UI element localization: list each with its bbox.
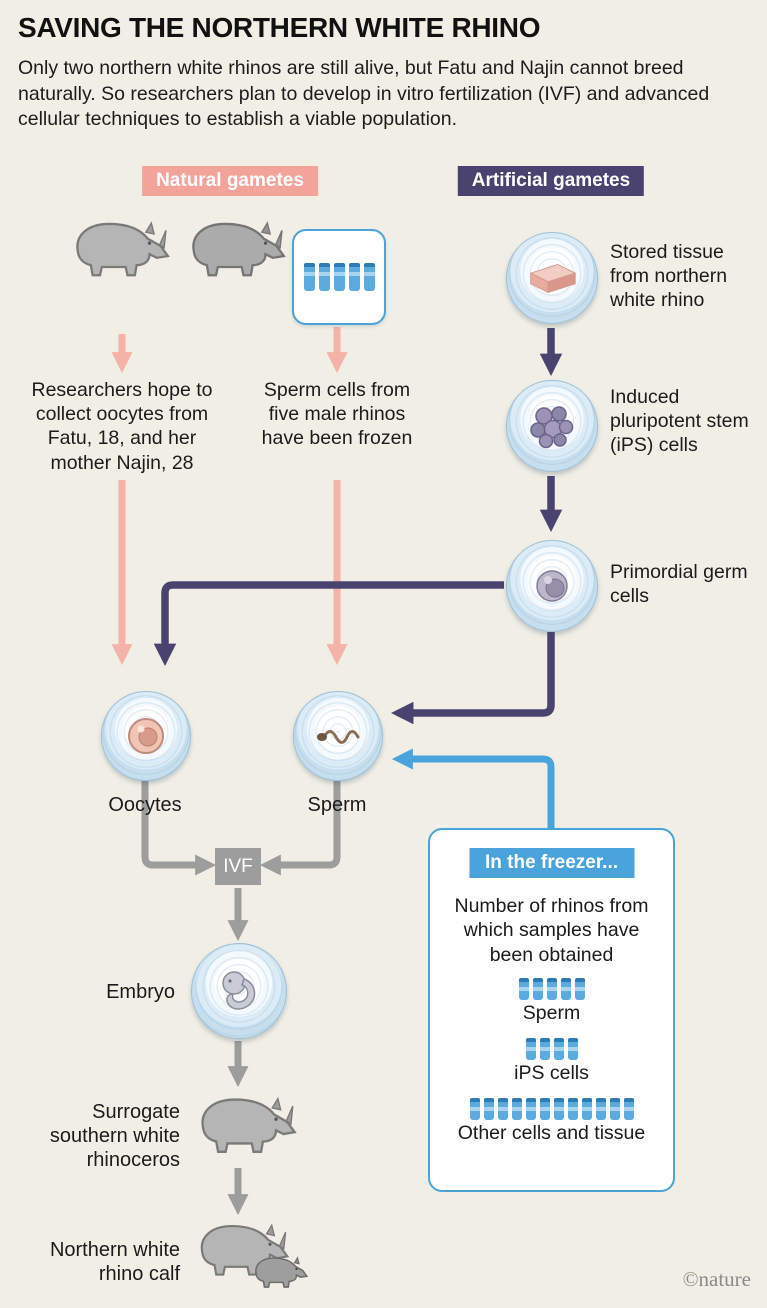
ips-vials (430, 1038, 673, 1060)
vial-icon (333, 263, 345, 291)
natural-gametes-badge: Natural gametes (142, 166, 318, 196)
vial-icon (525, 1098, 536, 1120)
vial-icon (553, 1038, 564, 1060)
vial-icon (574, 978, 585, 1000)
vial-icon (518, 978, 529, 1000)
vial-icon (581, 1098, 592, 1120)
frozen-sperm-box (292, 229, 386, 325)
rhino-icon (192, 221, 287, 277)
vial-icon (511, 1098, 522, 1120)
freezer-item-label: Sperm (522, 1002, 581, 1024)
nature-credit: ©nature (682, 1267, 751, 1291)
rhino-calf-icon (255, 1256, 309, 1288)
oocyte-collection-text: Researchers hope to collect oocytes from… (31, 379, 213, 474)
artificial-gametes-badge: Artificial gametes (457, 166, 645, 196)
freezer-title: In the freezer... (468, 848, 635, 878)
embryo-icon (222, 971, 256, 1010)
ivf-step: IVF (215, 848, 261, 885)
vial-icon (539, 1098, 550, 1120)
stored-tissue-label: Stored tissue from northern white rhino (610, 241, 728, 312)
calf-label: Northern white rhino calf (49, 1239, 180, 1285)
freezer-item-other: Other cells and tissue (430, 1098, 673, 1145)
freezer-item-sperm: Sperm (430, 978, 673, 1025)
embryo-dish (191, 943, 287, 1039)
freezer-subtitle: Number of rhinos from which samples have… (454, 895, 649, 966)
vial-icon (532, 978, 543, 1000)
vial-icon (363, 263, 375, 291)
sperm-icon (317, 730, 360, 744)
vial-icon (539, 1038, 550, 1060)
frozen-vials (302, 263, 377, 291)
ips-cells-label: Induced pluripotent stem (iPS) cells (610, 386, 749, 457)
surrogate-label: Surrogate southern white rhinoceros (49, 1101, 180, 1171)
vial-icon (623, 1098, 634, 1120)
vial-icon (546, 978, 557, 1000)
freezer-item-label: iPS cells (514, 1062, 589, 1084)
pgc-dish (506, 540, 598, 632)
sperm-vials (430, 978, 673, 1000)
vial-icon (483, 1098, 494, 1120)
other-vials (430, 1098, 673, 1120)
vial-icon (567, 1098, 578, 1120)
vial-icon (567, 1038, 578, 1060)
freezer-item-ips: iPS cells (430, 1038, 673, 1085)
oocyte-icon (128, 718, 164, 754)
frozen-sperm-text: Sperm cells from five male rhinos have b… (261, 379, 413, 450)
oocytes-label: Oocytes (108, 794, 182, 816)
ips-cells-dish (506, 380, 598, 472)
freezer-panel: In the freezer... Number of rhinos from … (428, 828, 675, 1192)
tissue-sample-icon (529, 263, 577, 294)
sperm-dish (293, 691, 383, 781)
oocytes-dish (101, 691, 191, 781)
freezer-item-label: Other cells and tissue (457, 1122, 646, 1144)
rhino-pair-illustration (66, 212, 294, 283)
ips-cells-icon (530, 406, 574, 449)
vial-icon (553, 1098, 564, 1120)
surrogate-rhino-illustration (192, 1086, 304, 1161)
sperm-label: Sperm (307, 794, 367, 816)
rhino-icon (201, 1096, 297, 1153)
vial-icon (595, 1098, 606, 1120)
intro-text: Only two northern white rhinos are still… (18, 57, 710, 131)
vial-icon (469, 1098, 480, 1120)
pgc-label: Primordial germ cells (610, 561, 748, 608)
calf-rhino-illustration (192, 1214, 309, 1288)
vial-icon (348, 263, 360, 291)
stored-tissue-dish (506, 232, 598, 324)
page-title: SAVING THE NORTHERN WHITE RHINO (18, 12, 541, 43)
rhino-icon (76, 221, 170, 277)
vial-icon (609, 1098, 620, 1120)
embryo-label: Embryo (106, 981, 175, 1003)
vial-icon (525, 1038, 536, 1060)
vial-icon (497, 1098, 508, 1120)
vial-icon (303, 263, 315, 291)
vial-icon (560, 978, 571, 1000)
primordial-germ-cell-icon (536, 570, 568, 602)
vial-icon (318, 263, 330, 291)
